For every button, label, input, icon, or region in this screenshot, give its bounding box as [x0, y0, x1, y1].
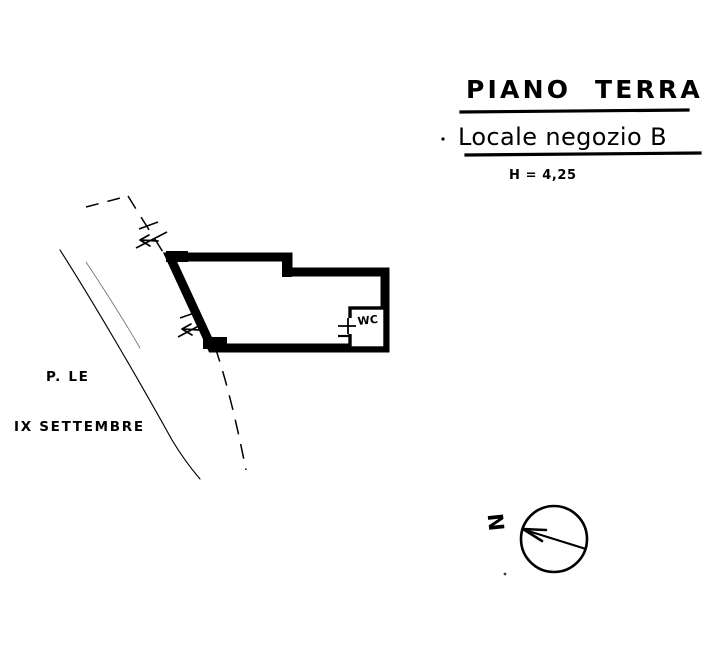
- wc-room-label: WC: [356, 312, 379, 328]
- arrow-lower: [181, 323, 201, 336]
- compass-arrowhead: [521, 527, 548, 543]
- arrow-upper: [139, 234, 159, 247]
- north-letter: N: [483, 512, 510, 533]
- north-arrow: [503, 504, 589, 576]
- boundary-cap: [85, 195, 129, 208]
- wall-nub-bottom-left: [203, 337, 227, 349]
- street-label-line1: P. LE: [46, 369, 90, 386]
- street-label-line2: IX SETTEMBRE: [14, 418, 145, 435]
- wc-room: [338, 306, 387, 350]
- facade-marker-upper: [135, 221, 168, 249]
- compass-needle: [524, 528, 587, 551]
- street-label: P. LE IX SETTEMBRE: [14, 339, 145, 466]
- title-underlines: [441, 108, 702, 157]
- compass-circle: [519, 504, 589, 574]
- compass-stray-dot: [503, 572, 507, 576]
- unit-title: Locale negozio B: [458, 123, 667, 151]
- facade-wall: [166, 253, 216, 352]
- tick-upper-a: [138, 221, 159, 230]
- building-walls: [162, 251, 390, 353]
- title-underline-bottom: [464, 151, 702, 157]
- page-title: PIANO TERRA: [466, 75, 703, 104]
- unit-interior: [173, 262, 381, 344]
- kerb-curve-inner: [85, 261, 141, 349]
- title-underline-top: [459, 108, 690, 114]
- kerb-curve: [59, 249, 201, 480]
- wall-nub-top-left: [166, 251, 188, 262]
- wall-step-riser: [282, 253, 292, 277]
- ceiling-height-note: H = 4,25: [509, 168, 577, 183]
- title-dot-left: [441, 137, 445, 141]
